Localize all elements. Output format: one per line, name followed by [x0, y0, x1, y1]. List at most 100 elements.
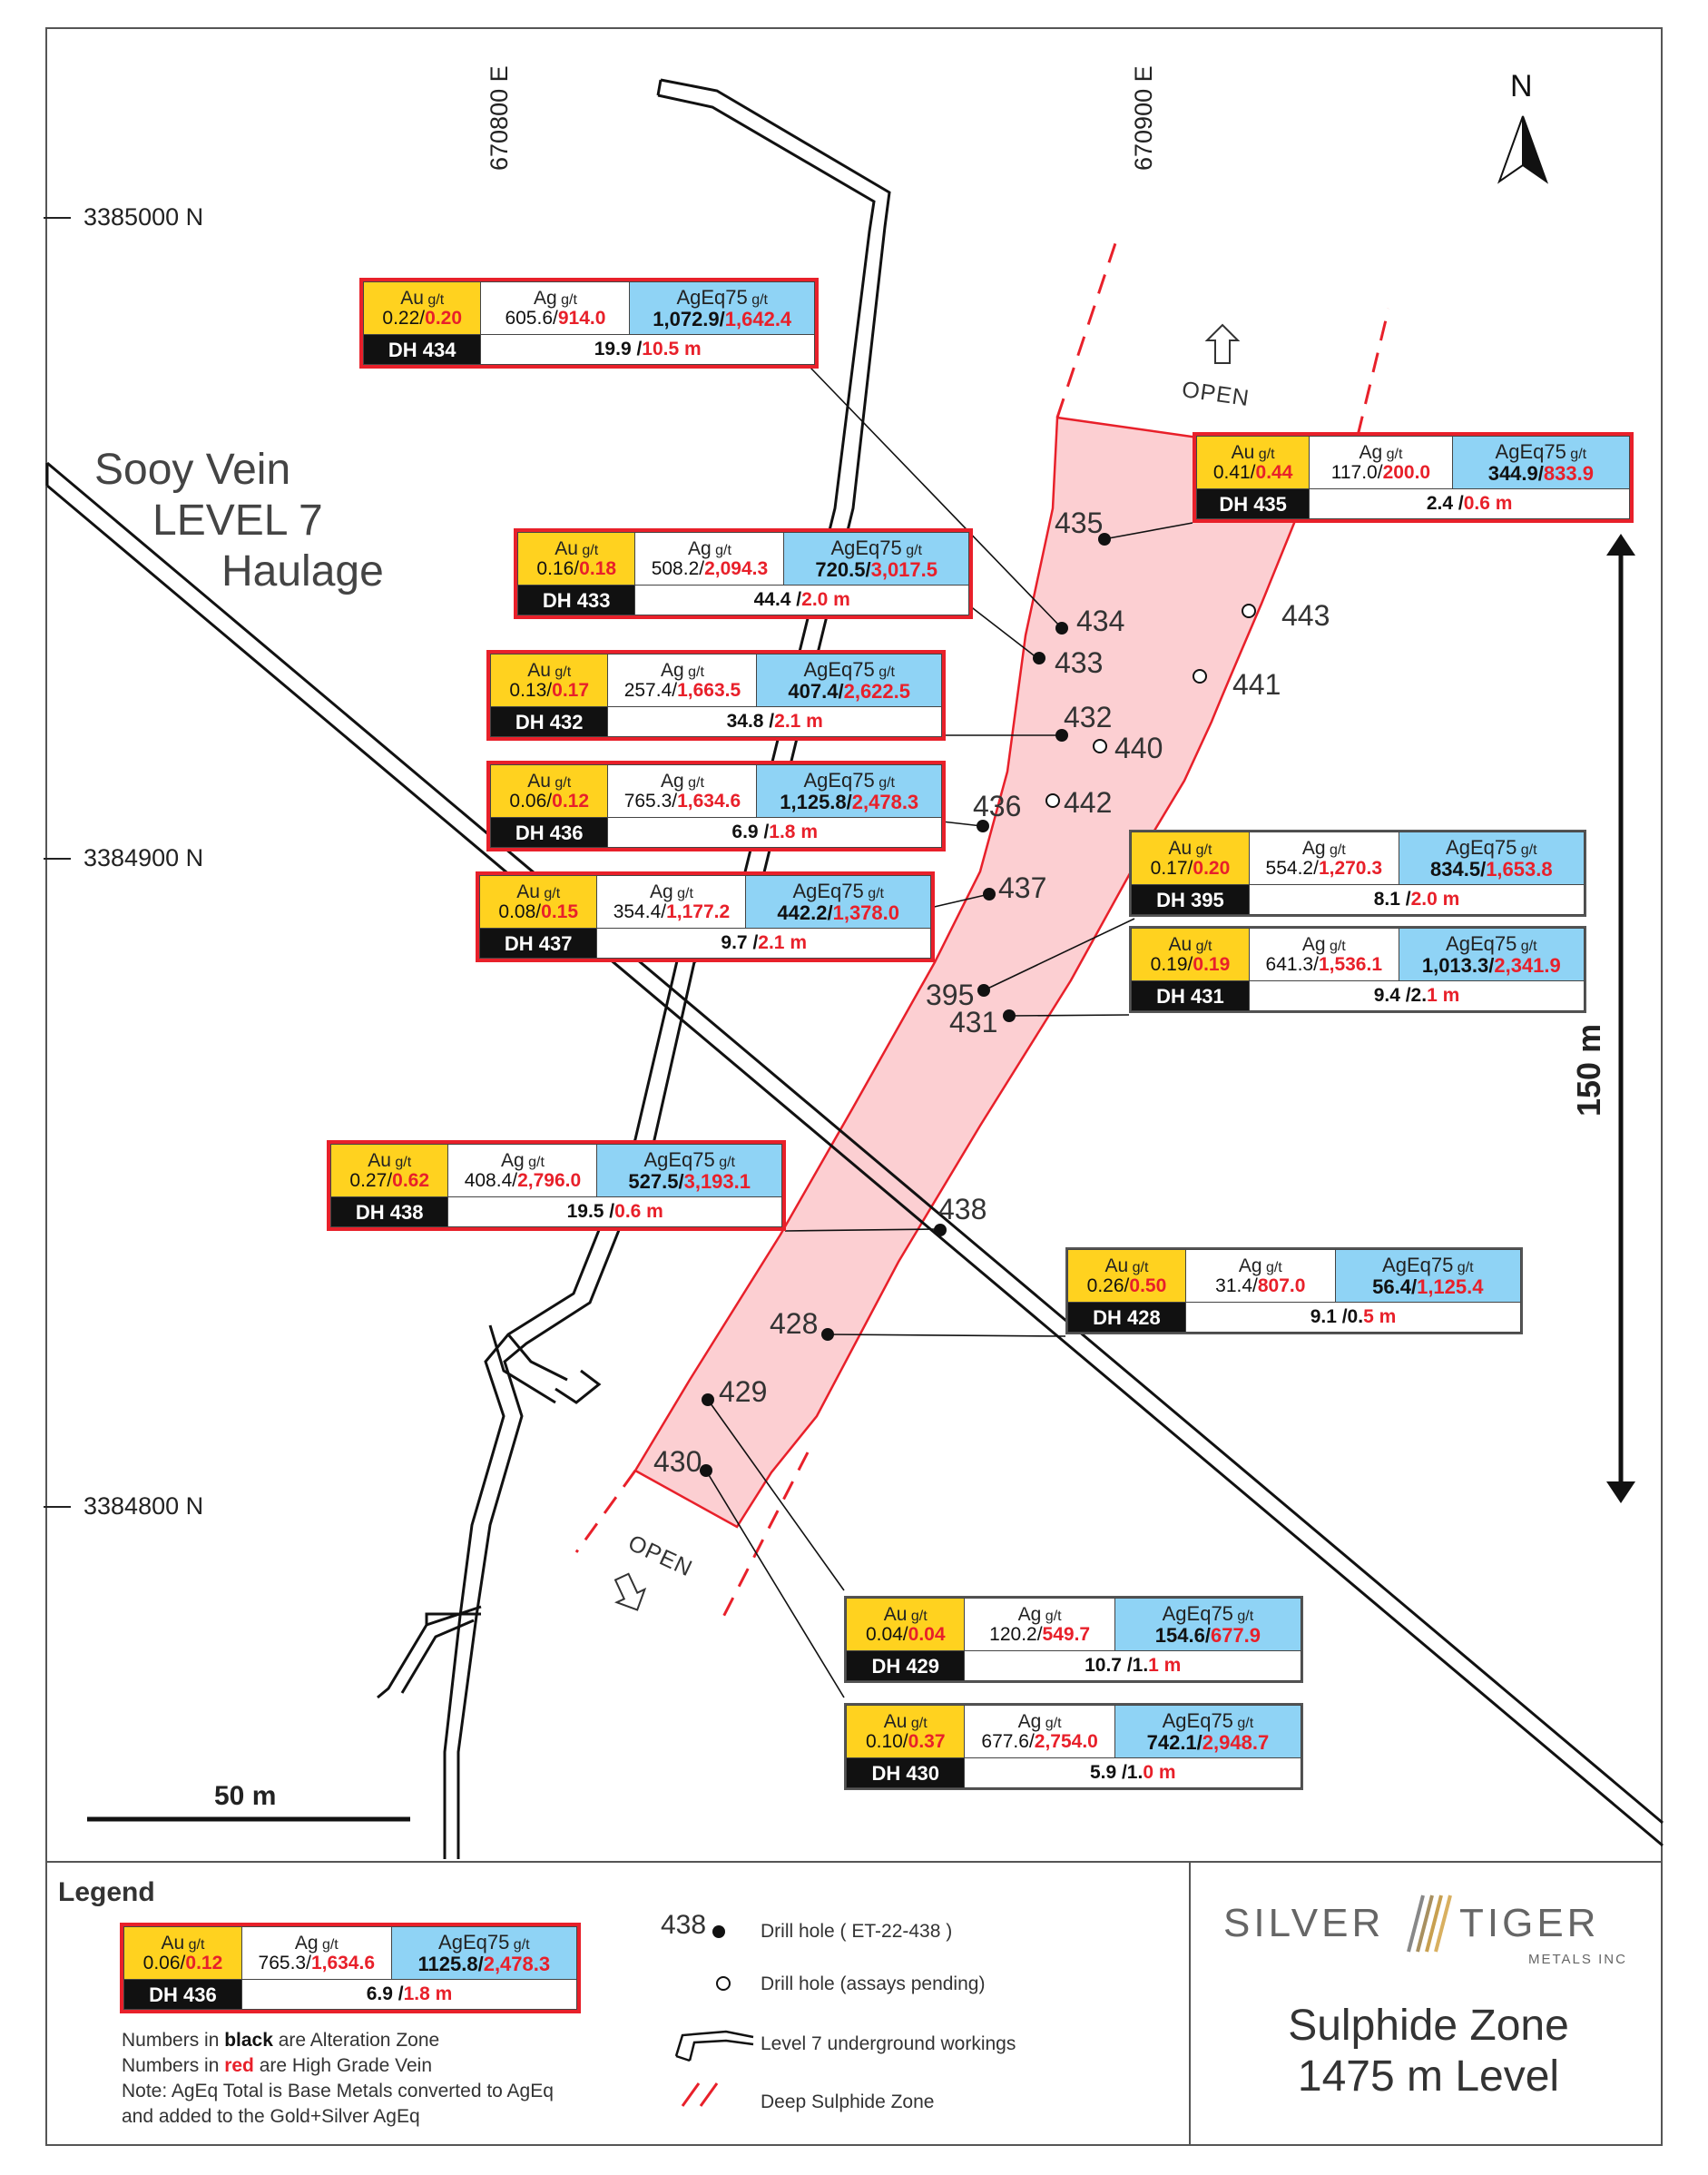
au-alteration-value: 0.26/ [1086, 1274, 1130, 1296]
pending-hole-441 [1193, 669, 1207, 684]
map-title-line: Sooy Vein [94, 446, 291, 494]
assay-unit-label: g/t [683, 774, 704, 791]
drill-hole-429 [702, 1393, 714, 1406]
ageq-vein-value: 3,017.5 [870, 557, 937, 581]
zone-title-line: 1475 m Level [1297, 2052, 1560, 2101]
ag-vein-value: 1,177.2 [666, 901, 731, 922]
ag-alteration-value: 641.3/ [1265, 953, 1319, 975]
ag-vein-value: 1,536.1 [1318, 953, 1383, 975]
assay-element-label: Ag [687, 537, 712, 559]
assay-element-label: AgEq75 [1446, 932, 1517, 956]
scale-label-vertical: 150 m [1570, 1023, 1607, 1117]
au-alteration-value: 0.04/ [865, 1623, 908, 1645]
hole-label: 432 [1064, 701, 1113, 733]
ag-vein-value: 2,796.0 [517, 1169, 582, 1191]
interval-cell: 44.4 /2.0 m [634, 585, 969, 615]
assay-unit-label: g/t [901, 543, 922, 559]
assay-element-label: Au [400, 287, 424, 309]
assay-unit-label: g/t [863, 886, 884, 902]
assay-unit-label: g/t [1566, 447, 1587, 463]
hole-label: 443 [1281, 599, 1330, 632]
interval-alteration: 10.7 /1. [1085, 1655, 1149, 1677]
legend-workings-label: Level 7 underground workings [761, 2033, 1016, 2054]
hole-label: 428 [770, 1307, 819, 1340]
drill-hole-438 [934, 1224, 947, 1236]
hole-label: 433 [1055, 646, 1104, 679]
au-alteration-value: 0.27/ [349, 1169, 393, 1191]
drill-hole-id: DH 435 [1195, 488, 1310, 519]
ageq-alteration-value: 1,125.8/ [780, 790, 852, 813]
legend-note-text: are High Grade Vein [253, 2055, 433, 2076]
assay-element-label: AgEq75 [1162, 1602, 1233, 1626]
assay-unit-label: g/t [550, 774, 572, 791]
drill-hole-id: DH 431 [1131, 980, 1250, 1011]
interval-alteration: 44.4 / [753, 589, 802, 611]
interval-cell: 5.9 /1.0 m [964, 1757, 1301, 1788]
interval-alteration: 34.8 / [726, 711, 775, 733]
legend-drill-hole-icon [712, 1925, 725, 1938]
au-alteration-value: 0.19/ [1150, 953, 1193, 975]
sulphide-zone [633, 416, 1331, 1529]
interval-cell: 8.1 /2.0 m [1248, 884, 1585, 915]
ageq-vein-value: 2,622.5 [843, 679, 910, 703]
map-title-line: Haulage [221, 547, 384, 595]
interval-vein: 2.1 m [774, 711, 823, 733]
assay-element-label: AgEq75 [643, 1148, 715, 1172]
interval-alteration: 19.5 / [566, 1201, 615, 1223]
silver-tiger-logo-icon [1407, 1895, 1452, 1953]
northing-label: 3384800 N [83, 1492, 204, 1520]
assay-element-label: Ag [660, 659, 684, 681]
easting-label: 670900 E [1130, 65, 1157, 171]
interval-vein: 2.0 m [801, 589, 850, 611]
ag-alteration-value: 605.6/ [505, 307, 558, 329]
ageq-alteration-value: 407.4/ [788, 679, 844, 703]
assay-element-label: AgEq75 [676, 286, 748, 310]
company-name-left: SILVER [1223, 1901, 1385, 1945]
au-vein-value: 0.20 [1193, 857, 1231, 879]
interval-vein: 1.8 m [769, 822, 818, 843]
assay-element-label: Au [1104, 1255, 1129, 1276]
assay-element-label: AgEq75 [803, 658, 875, 682]
assay-element-label: AgEq75 [792, 880, 864, 903]
interval-cell: 9.4 /2.1 m [1248, 980, 1585, 1011]
zone-title: Sulphide Zone 1475 m Level [1193, 2001, 1664, 2102]
ag-vein-value: 914.0 [557, 307, 606, 329]
hole-label: 440 [1114, 732, 1163, 764]
au-vein-value: 0.62 [392, 1169, 430, 1191]
ag-alteration-value: 765.3/ [623, 790, 678, 812]
assay-unit-label: g/t [1325, 938, 1346, 954]
au-alteration-value: 0.16/ [536, 557, 580, 579]
ag-alteration-value: 354.4/ [613, 901, 667, 922]
hole-label: 431 [949, 1006, 998, 1038]
hole-label: 430 [653, 1445, 702, 1478]
ag-alteration-value: 117.0/ [1330, 461, 1383, 483]
ag-vein-value: 1,663.5 [677, 679, 741, 701]
drill-hole-428 [821, 1328, 834, 1341]
interval-vein: 10.5 m [642, 339, 702, 360]
interval-alteration: 19.9 / [594, 339, 643, 360]
ageq-vein-value: 3,193.1 [683, 1169, 751, 1193]
interval-vein: 2.1 m [758, 932, 807, 954]
